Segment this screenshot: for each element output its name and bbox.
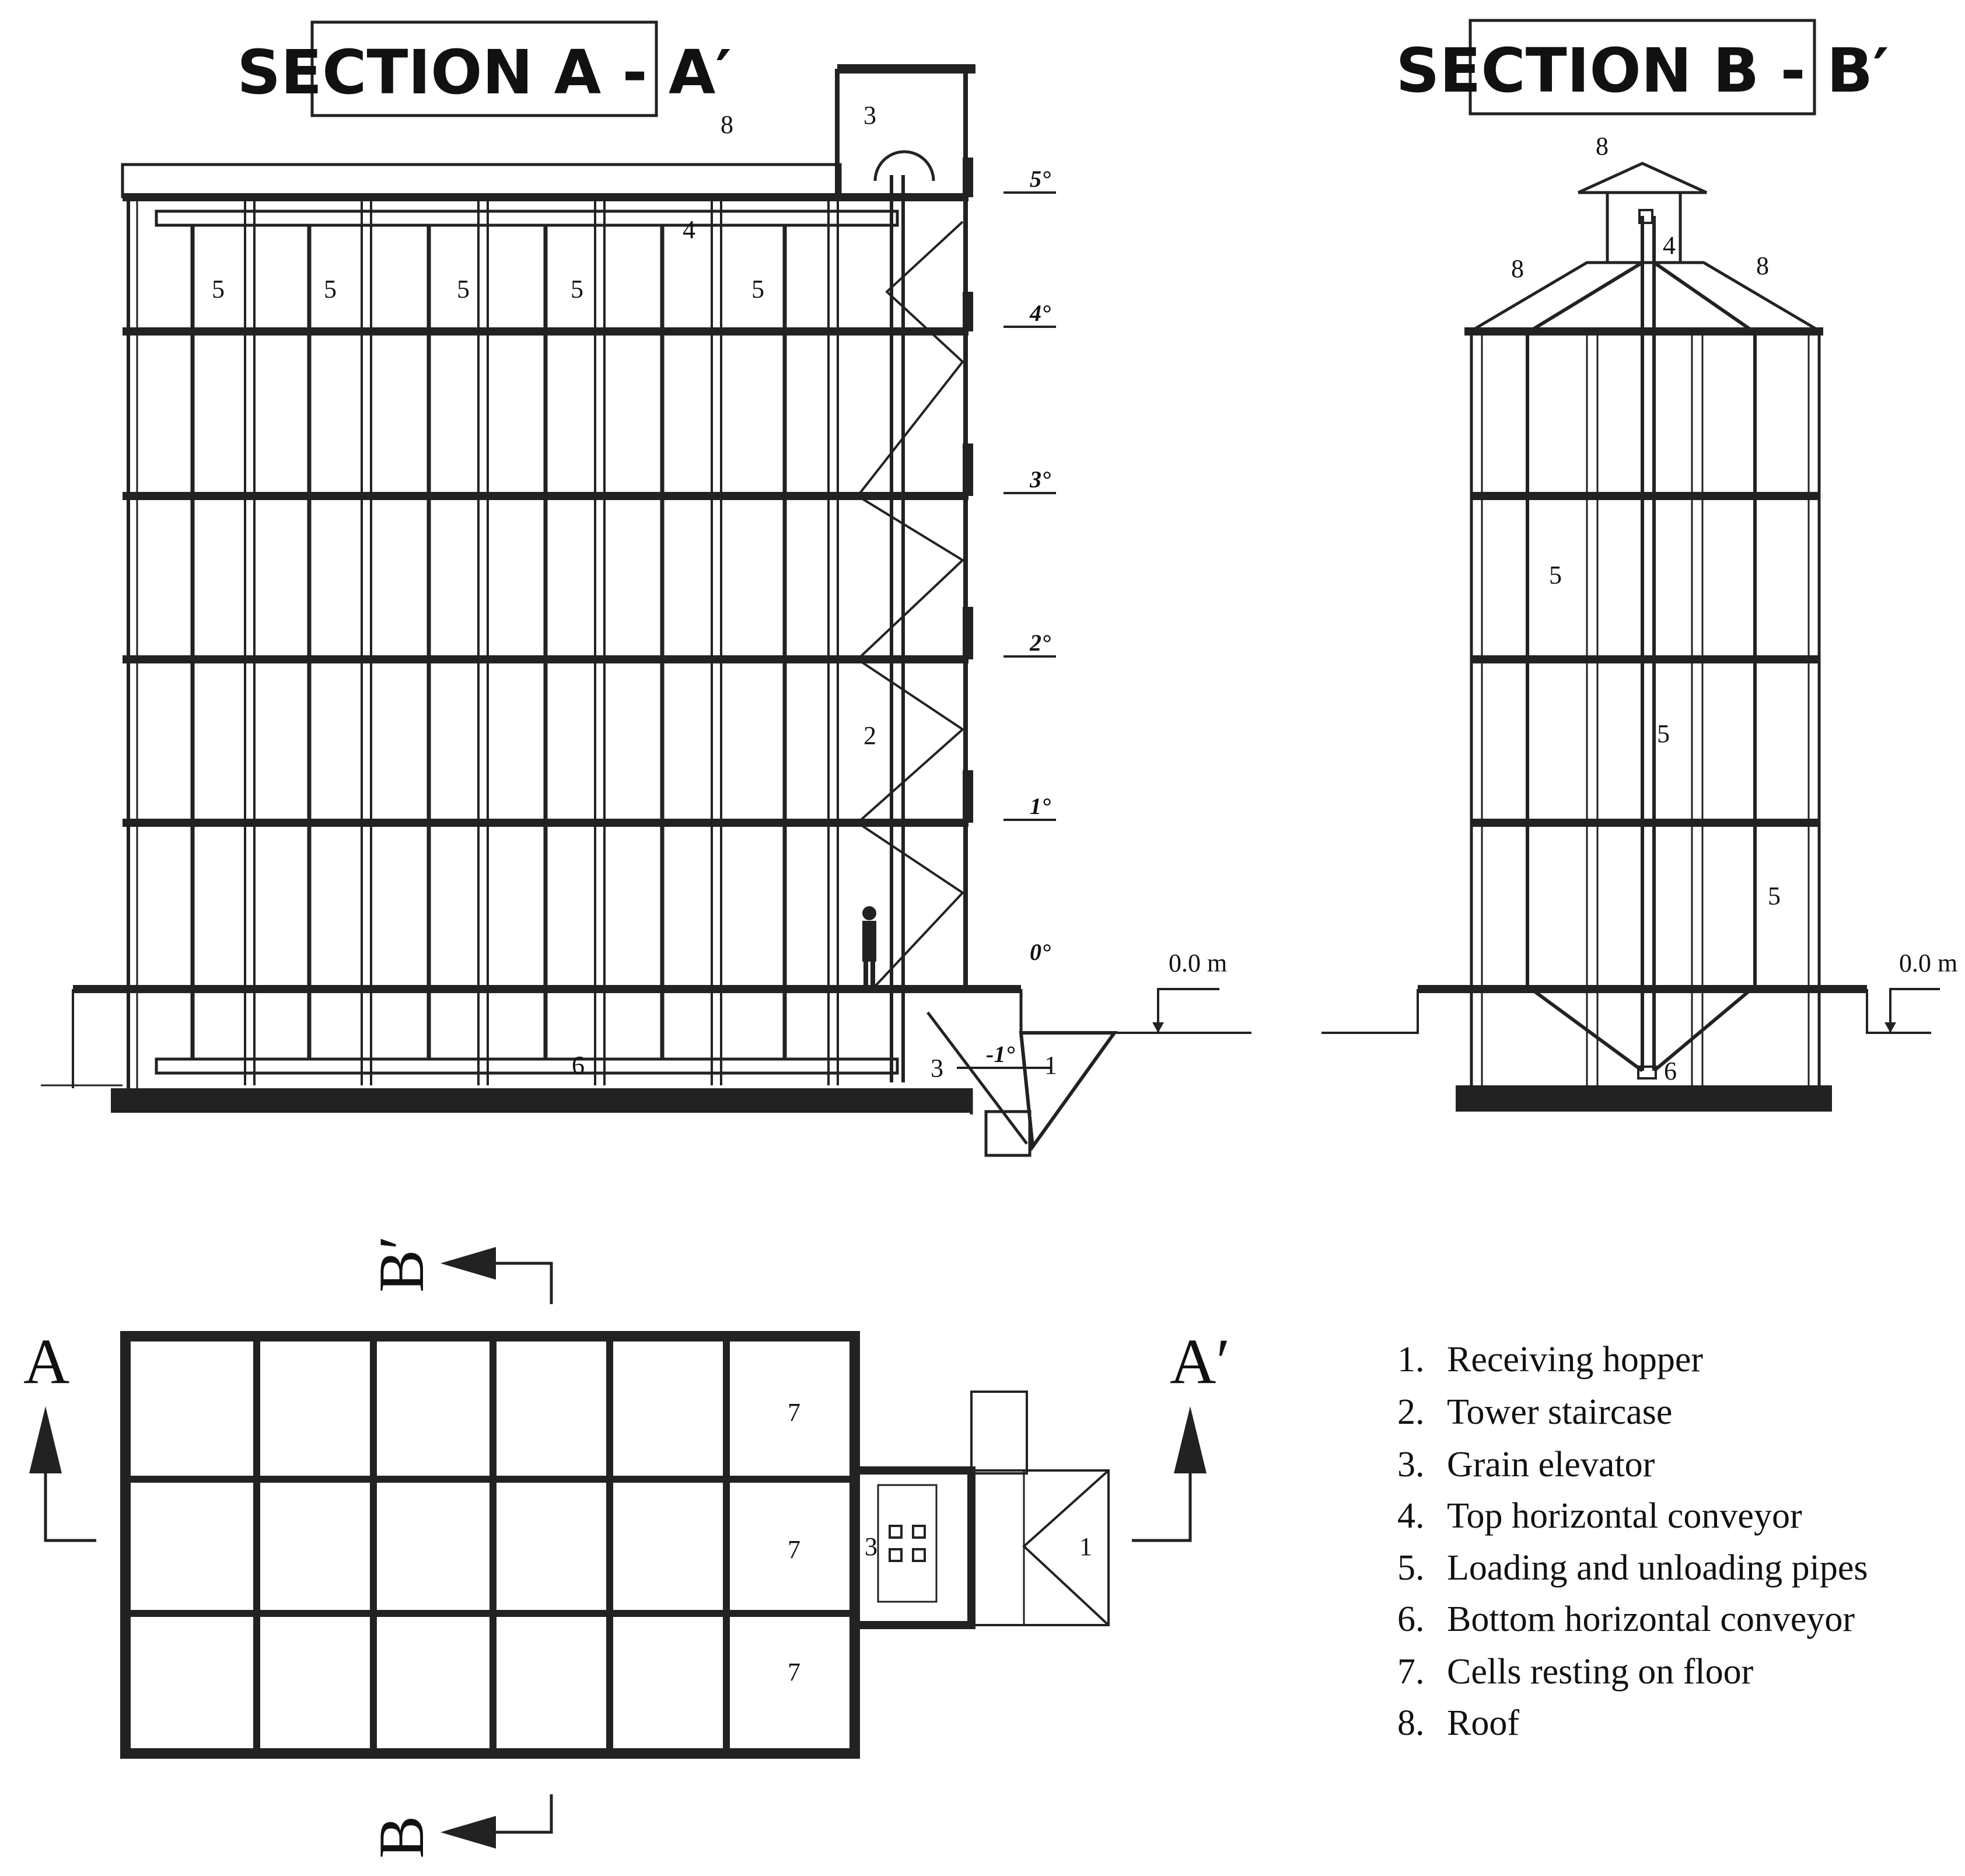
person-figure — [862, 906, 876, 986]
legend-text-7: Cells resting on floor — [1447, 1652, 1754, 1692]
legend-num-2: 2. — [1397, 1392, 1425, 1432]
legend-num-4: 4. — [1397, 1496, 1425, 1536]
section-b-title: SECTION B - B′ — [1396, 35, 1889, 106]
section-a-title-box — [310, 20, 658, 117]
elevator-tower — [835, 64, 975, 1082]
legend-text-4: Top horizontal conveyor — [1447, 1496, 1802, 1536]
cut-marker-a-right-arrow — [1174, 1406, 1207, 1473]
cut-label-a: A — [23, 1326, 69, 1397]
legend-text-6: Bottom horizontal conveyor — [1447, 1599, 1855, 1639]
legend-text-3: Grain elevator — [1447, 1445, 1655, 1484]
cut-marker-b-bottom-arrow — [440, 1816, 496, 1849]
level-minus-1: -1° — [986, 1041, 1015, 1067]
section-b-pipes — [1526, 216, 1757, 1073]
section-b-labels: 8 8 8 4 5 5 5 6 0.0 m — [1511, 132, 1957, 1085]
label-b-roof-left: 8 — [1511, 254, 1524, 283]
legend-num-8: 8. — [1397, 1703, 1425, 1743]
legend: 1. Receiving hopper 2. Tower staircase 3… — [1397, 1340, 1868, 1743]
cut-marker-a-right-line — [1132, 1459, 1192, 1542]
receiving-hopper-section — [1019, 1031, 1118, 1152]
label-pipe-3: 5 — [457, 275, 470, 303]
section-a-elevation: SECTION A - A′ — [41, 20, 1251, 1157]
label-plan-hopper: 1 — [1079, 1532, 1092, 1561]
label-b-pipe-3: 5 — [1768, 882, 1781, 910]
level-0: 0° — [1030, 939, 1051, 965]
label-cell-2: 7 — [788, 1535, 800, 1564]
tower-staircase — [855, 221, 965, 987]
legend-num-5: 5. — [1397, 1548, 1425, 1588]
cell-walls — [244, 197, 839, 1085]
section-b-elevation: SECTION B - B′ — [1321, 19, 1940, 1112]
section-a-labels: 8 3 4 5 5 5 5 5 2 6 3 1 5° 4° 3° 2° 1° 0… — [212, 101, 1227, 1082]
cut-marker-b-top-line — [484, 1262, 553, 1304]
section-b-roof — [1469, 261, 1821, 333]
level-3: 3° — [1029, 466, 1051, 492]
ground-level-a: 0.0 m — [1169, 949, 1227, 977]
top-conveyor — [155, 209, 899, 227]
cut-marker-a-left-arrow — [29, 1406, 62, 1473]
legend-num-6: 6. — [1397, 1599, 1425, 1639]
label-b-pipe-1: 5 — [1549, 561, 1562, 589]
cut-label-a-prime: A′ — [1170, 1326, 1230, 1397]
label-b-bottom-conveyor: 6 — [1664, 1057, 1677, 1085]
legend-num-1: 1. — [1397, 1340, 1425, 1379]
plan-grid — [125, 1336, 855, 1753]
label-b-roof-right: 8 — [1756, 251, 1769, 280]
label-tower-staircase: 2 — [863, 721, 876, 750]
label-grain-elevator-top: 3 — [863, 101, 876, 130]
label-plan-elevator: 3 — [865, 1532, 877, 1561]
label-cell-3: 7 — [788, 1658, 800, 1686]
level-5: 5° — [1030, 166, 1051, 192]
level-ticks — [957, 191, 1056, 1069]
legend-text-1: Receiving hopper — [1447, 1340, 1703, 1379]
label-roof: 8 — [721, 110, 733, 139]
plan-view — [29, 1247, 1207, 1849]
label-b-roof-top: 8 — [1596, 132, 1609, 160]
cut-marker-a-left-line — [44, 1459, 96, 1542]
loading-pipes — [190, 225, 787, 1059]
section-b-title-box — [1468, 19, 1816, 116]
level-4: 4° — [1029, 300, 1051, 326]
ground-level-b: 0.0 m — [1899, 949, 1957, 977]
legend-text-2: Tower staircase — [1447, 1392, 1672, 1432]
label-pipe-5: 5 — [751, 275, 764, 303]
elevator-buckets — [889, 1525, 926, 1562]
label-receiving-hopper: 1 — [1044, 1051, 1057, 1080]
plan-labels: A A′ B′ B 7 7 7 3 1 — [23, 1236, 1230, 1858]
foundation-a — [111, 1088, 971, 1113]
cut-label-b-prime: B′ — [366, 1236, 437, 1292]
section-a-roof — [121, 163, 842, 198]
label-b-pipe-2: 5 — [1657, 719, 1670, 748]
legend-num-3: 3. — [1397, 1445, 1425, 1484]
legend-text-5: Loading and unloading pipes — [1447, 1548, 1868, 1588]
bottom-conveyor — [155, 1057, 899, 1075]
legend-num-7: 7. — [1397, 1652, 1425, 1692]
label-pipe-2: 5 — [324, 275, 337, 303]
cut-marker-b-bottom-line — [484, 1794, 553, 1834]
label-pipe-4: 5 — [571, 275, 583, 303]
label-grain-elevator-bottom: 3 — [931, 1054, 943, 1082]
section-a-title: SECTION A - A′ — [237, 37, 732, 108]
cut-label-b: B — [366, 1816, 437, 1858]
ground-marker-b — [1889, 988, 1940, 1033]
label-top-conveyor: 4 — [683, 215, 695, 244]
level-2: 2° — [1029, 630, 1051, 656]
legend-text-8: Roof — [1447, 1703, 1519, 1743]
foundation-b — [1456, 1085, 1832, 1112]
cut-marker-b-top-arrow — [440, 1247, 496, 1280]
label-b-top-conveyor: 4 — [1663, 231, 1676, 260]
level-1: 1° — [1030, 793, 1051, 819]
label-pipe-1: 5 — [212, 275, 225, 303]
label-cell-1: 7 — [788, 1398, 800, 1427]
plan-hopper — [970, 1469, 1110, 1626]
plan-stairs — [970, 1391, 1028, 1475]
label-bottom-conveyor: 6 — [572, 1051, 585, 1080]
